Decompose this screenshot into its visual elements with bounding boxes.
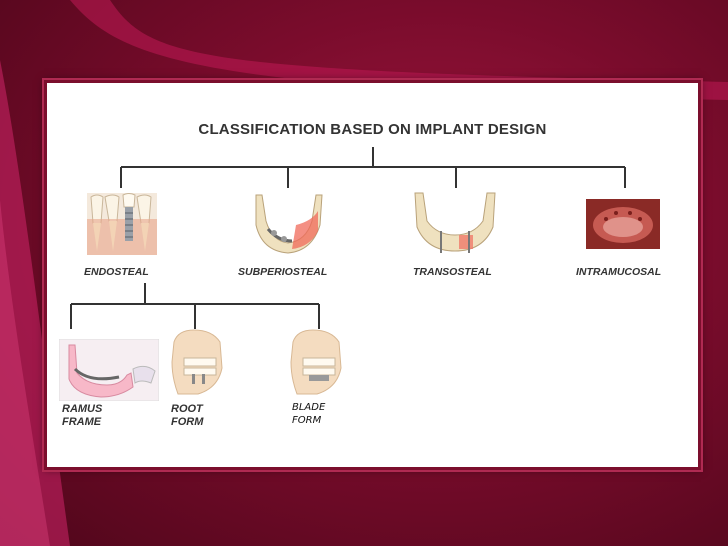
blade-form-image	[287, 328, 343, 396]
sub-root-form: ROOT FORM	[171, 403, 203, 429]
endosteal-image	[87, 193, 157, 255]
sub-ramus-frame: RAMUS FRAME	[62, 403, 102, 429]
transosteal-image	[411, 191, 499, 255]
sub-blade-form: BLADE FORM	[292, 401, 325, 427]
root-form-image	[168, 328, 224, 396]
ramus-frame-image	[59, 339, 159, 401]
category-transosteal: TRANSOSTEAL	[413, 266, 492, 278]
intramucosal-image	[586, 199, 660, 249]
category-endosteal: ENDOSTEAL	[84, 266, 149, 278]
subperiosteal-image	[252, 191, 324, 255]
category-intramucosal: INTRAMUCOSAL	[576, 266, 661, 278]
diagram-panel: CLASSIFICATION BASED ON IMPLANT DESIGN	[44, 80, 701, 470]
category-subperiosteal: SUBPERIOSTEAL	[238, 266, 327, 278]
